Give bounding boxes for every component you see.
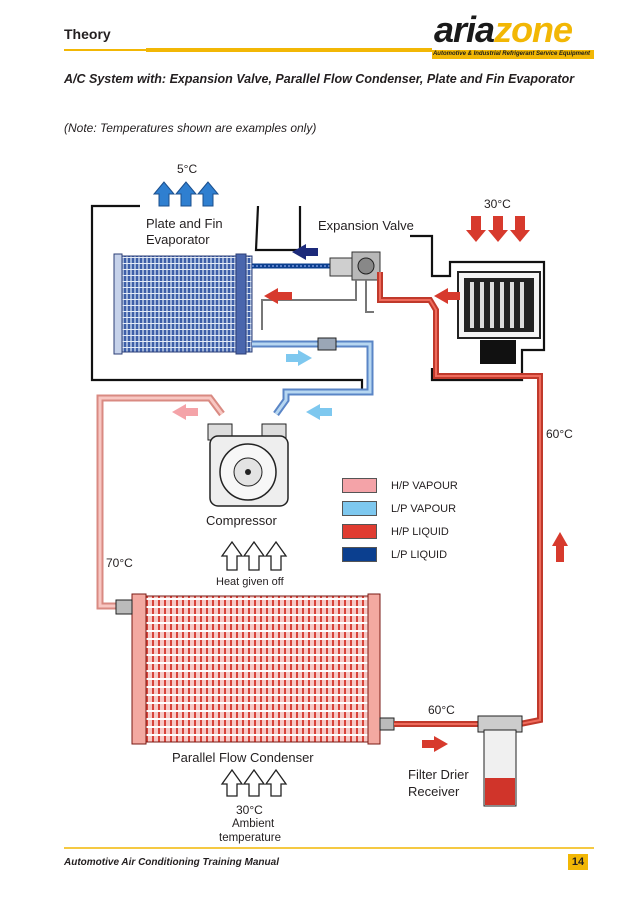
legend-label: H/P VAPOUR <box>391 479 458 492</box>
parallel-flow-condenser <box>115 593 395 745</box>
ambient-label-line2: temperature <box>219 832 282 844</box>
legend-swatch-hp-vapour <box>342 478 377 493</box>
note-text: (Note: Temperatures shown are examples o… <box>64 121 317 135</box>
discharge-temp-label: 70°C <box>106 556 133 570</box>
legend-swatch-lp-vapour <box>342 501 377 516</box>
logo-part1: aria <box>434 9 495 50</box>
compressor-unit <box>207 423 289 507</box>
filter-drier-label-line1: Filter Drier <box>408 767 469 782</box>
filter-drier-label-line2: Receiver <box>408 784 460 799</box>
fan-temp-label: 30°C <box>484 197 511 211</box>
expansion-valve-label: Expansion Valve <box>318 218 414 233</box>
drier-inlet-temp-label: 60°C <box>428 703 455 717</box>
liquid-line-temp-label: 60°C <box>546 427 573 441</box>
section-title: Theory <box>64 26 111 42</box>
expansion-valve <box>261 251 381 330</box>
flow-arrows <box>172 244 568 752</box>
evaporator-label-line1: Plate and Fin <box>146 216 223 231</box>
legend-item: H/P VAPOUR <box>342 474 458 497</box>
legend: H/P VAPOUR L/P VAPOUR H/P LIQUID L/P LIQ… <box>342 474 458 566</box>
heat-given-off-label: Heat given off <box>216 576 284 588</box>
legend-swatch-hp-liquid <box>342 524 377 539</box>
logo-part2: zone <box>494 9 573 50</box>
page-number: 14 <box>568 854 588 870</box>
evaporator-temp-label: 5°C <box>177 162 198 176</box>
legend-label: H/P LIQUID <box>391 525 449 538</box>
legend-item: H/P LIQUID <box>342 520 458 543</box>
page-subtitle: A/C System with: Expansion Valve, Parall… <box>64 72 575 86</box>
evaporator-core <box>113 253 253 355</box>
condenser-label: Parallel Flow Condenser <box>172 750 314 765</box>
ambient-label-line1: Ambient <box>232 818 275 830</box>
manual-title: Automotive Air Conditioning Training Man… <box>64 857 279 868</box>
brand-logo: ariazone <box>434 9 573 50</box>
compressor-label: Compressor <box>206 513 277 528</box>
logo-tagline: Automotive & Industrial Refrigerant Serv… <box>432 50 594 59</box>
evaporator-label-line2: Evaporator <box>146 232 210 247</box>
ambient-temp-label: 30°C <box>236 803 263 817</box>
filter-drier-receiver <box>477 715 523 807</box>
legend-swatch-lp-liquid <box>342 547 377 562</box>
legend-label: L/P VAPOUR <box>391 502 457 515</box>
legend-item: L/P VAPOUR <box>342 497 458 520</box>
condenser-fan <box>457 271 541 364</box>
legend-item: L/P LIQUID <box>342 543 458 566</box>
legend-label: L/P LIQUID <box>391 548 448 561</box>
